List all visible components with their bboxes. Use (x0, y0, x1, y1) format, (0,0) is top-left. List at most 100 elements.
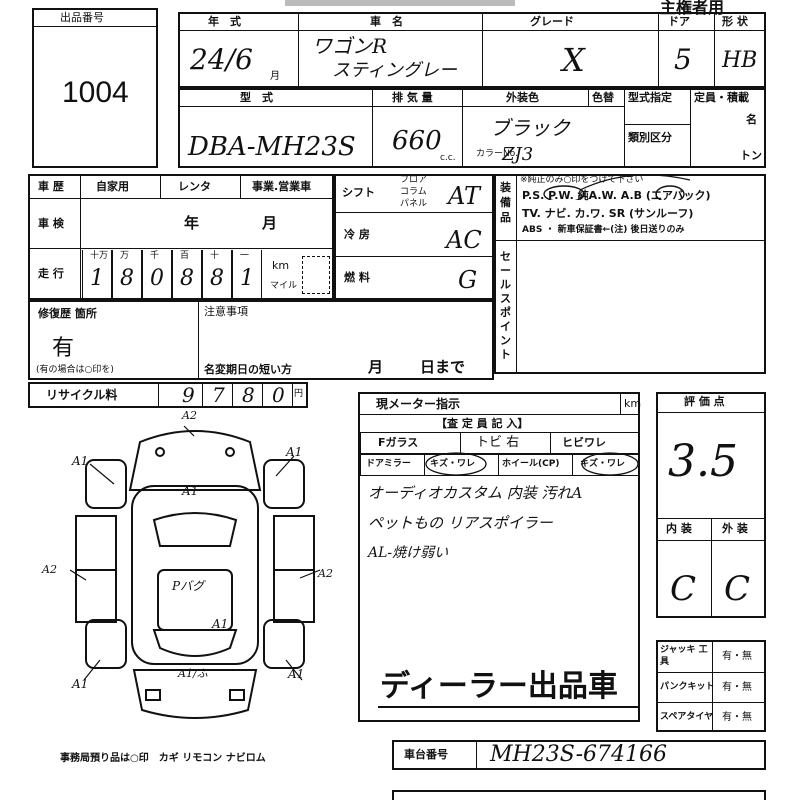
color-no-label: カラーNo. (476, 149, 518, 159)
mark-front-left: A1 (72, 454, 89, 468)
row2-div4 (624, 88, 625, 168)
interior-score: C (670, 569, 697, 609)
score-label: 評 価 点 (684, 395, 725, 408)
door-mirror-label: ドアミラー (366, 459, 411, 469)
sales-point-label: セールスポイント (500, 250, 511, 361)
fuel-label: 燃 料 (344, 271, 370, 284)
shift-value: AT (448, 182, 481, 210)
jack-label: ジャッキ 工 具 (660, 645, 717, 667)
history-vdiv3 (240, 174, 241, 198)
mark-right-door: A1 (212, 617, 229, 631)
lot-divider (32, 26, 158, 27)
year-unit: 月 (270, 71, 280, 82)
f-glass-value: トビ 右 (476, 435, 520, 450)
color-change-label: 色替 (592, 91, 614, 104)
history-line2 (28, 248, 334, 249)
equipment-scribble (543, 174, 691, 200)
jack-options: 有・無 (722, 651, 752, 662)
chassis-value: MH23S-674166 (490, 742, 667, 767)
meter-line (358, 414, 640, 415)
model-value: DBA-MH23S (188, 132, 356, 162)
meter-label: 現メーター指示 (376, 397, 461, 411)
recycle-cell-divider (232, 382, 233, 408)
recycle-unit: 円 (294, 389, 304, 399)
mileage-km: km (272, 259, 290, 272)
shift-panel: パネル (400, 199, 428, 209)
car-name-1: ワゴンR (312, 34, 388, 58)
type-spec-label: 型式指定 (628, 91, 672, 104)
model-label: 型 式 (240, 91, 273, 104)
row1-div4 (714, 12, 715, 88)
recycle-cell-divider (202, 382, 203, 408)
row2-header-line (178, 106, 624, 107)
recycle-box (28, 382, 308, 408)
mileage-digit: 0 (150, 266, 164, 291)
header-title-faded (285, 0, 515, 6)
recycle-digit: 0 (272, 383, 285, 407)
history-rental: レンタ (178, 180, 211, 193)
mileage-label: 走 行 (38, 267, 64, 280)
persons-unit: 名 (746, 113, 757, 126)
repair-label: 修復歴 箇所 (38, 307, 97, 320)
diagram-footer: 事務局預り品は○印 カギ リモコン ナビロム (60, 753, 266, 764)
mileage-cell (172, 250, 202, 298)
mirror-vdiv3 (572, 454, 573, 476)
repair-note: (有の場合は○印を) (36, 365, 114, 375)
mileage-cell (112, 250, 142, 298)
history-vdiv (80, 174, 81, 300)
mirror-circles (425, 452, 639, 476)
score-line1 (656, 412, 766, 413)
header-title-right: 主権者用 (660, 0, 725, 17)
wheel-label: ホイール(CP) (502, 459, 560, 469)
recycle-vdiv (158, 382, 159, 408)
mirror-row (360, 454, 640, 476)
mark-rear-right: A1 (288, 667, 305, 681)
recycle-cell-divider (292, 382, 293, 408)
jack-line2 (656, 702, 766, 703)
mirror-value: キズ・ワレ (430, 459, 476, 469)
glass-row (360, 432, 640, 454)
jack-line1 (656, 672, 766, 673)
history-line1 (28, 198, 334, 199)
inspection-label: 車 検 (38, 217, 64, 230)
color-label: 外装色 (506, 91, 539, 104)
mileage-cell (142, 250, 172, 298)
row1-header-line (178, 30, 766, 31)
jack-box (656, 640, 766, 732)
ac-label: 冷 房 (344, 228, 370, 241)
row2-box (178, 88, 766, 168)
fuel-value: G (458, 266, 478, 294)
lot-number-box (32, 8, 158, 168)
inspector-box (358, 392, 640, 722)
mileage-unit-label: 百 (180, 251, 190, 261)
jack-vdiv (712, 640, 713, 732)
name-change-month: 月 (368, 358, 384, 376)
displacement-label: 排 気 量 (392, 91, 433, 104)
exterior-score: C (724, 569, 751, 609)
recycle-digit: 7 (212, 383, 225, 407)
mileage-unit-box (302, 256, 330, 294)
mileage-cell (202, 250, 232, 298)
row1-div1 (298, 12, 299, 88)
history-vdiv2 (160, 174, 161, 198)
mark-hood: A1 (182, 484, 199, 498)
history-private: 自家用 (96, 180, 129, 193)
recycle-label: リサイクル料 (46, 388, 118, 402)
lot-label: 出品番号 (60, 11, 104, 24)
shift-label: シフト (342, 186, 375, 199)
car-name-label: 車 名 (370, 15, 403, 28)
mark-roof: Pバグ (172, 579, 205, 593)
repair-box (28, 300, 494, 380)
mileage-digit: 1 (90, 266, 104, 291)
chassis-vdiv (476, 740, 477, 770)
equipment-line2: TV. ナビ. カ.ワ. SR (サンルーフ) (522, 207, 694, 220)
mileage-cell (82, 250, 112, 298)
mileage-digit: 8 (120, 266, 134, 291)
mileage-digit: 8 (180, 266, 194, 291)
capacity-label: 定員・積載 (694, 91, 749, 104)
mark-left-side: A2 (42, 563, 57, 576)
meter-vdiv (620, 392, 621, 414)
inspector-title: 【査 定 員 記 入】 (436, 417, 529, 430)
mileage-unit-label: 千 (150, 251, 160, 261)
mileage-digit: 8 (210, 266, 224, 291)
